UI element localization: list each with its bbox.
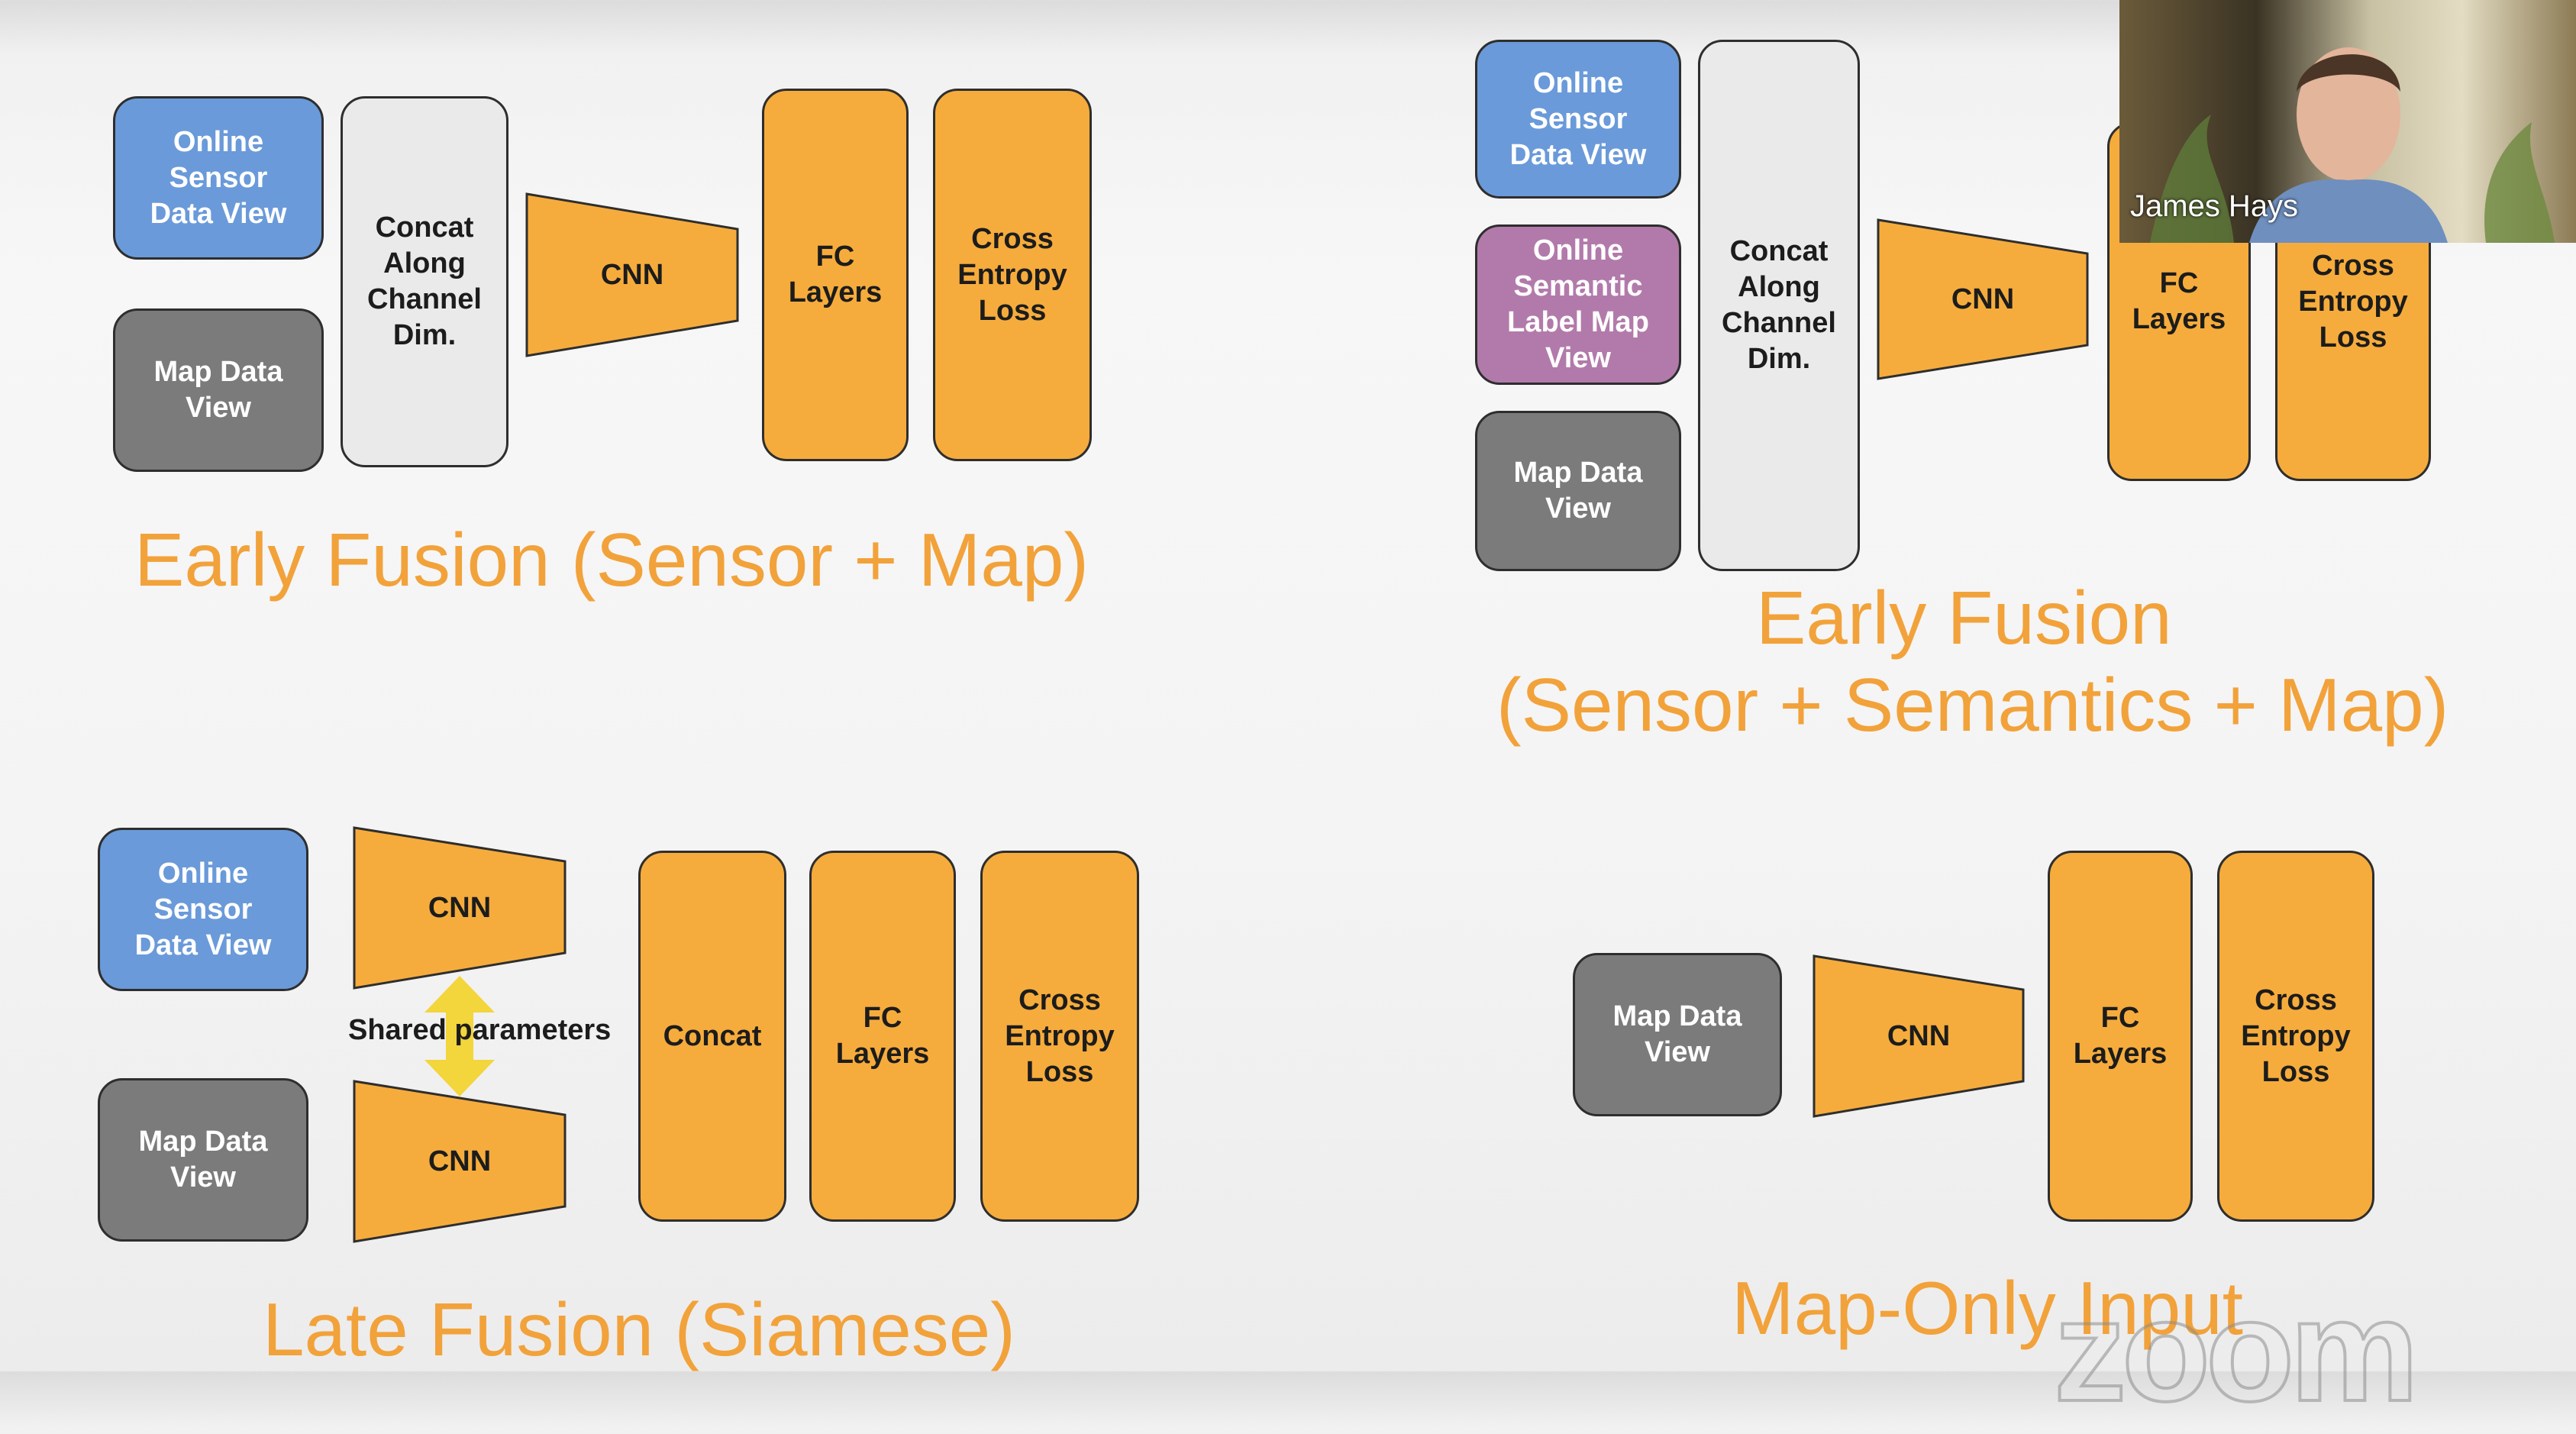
- participant-video-frame: [2150, 47, 2555, 243]
- cnn-label: CNN: [1887, 1019, 1951, 1052]
- cnn-label: CNN: [1951, 283, 2015, 315]
- sensor-data-view-box: Online Sensor Data View: [1475, 40, 1681, 199]
- concat-channel-box: Concat Along Channel Dim.: [1698, 40, 1860, 571]
- cnn-block-bottom: CNN: [353, 1080, 567, 1243]
- cnn-trapezoid-icon: [525, 192, 739, 357]
- cnn-block-top: CNN: [353, 826, 567, 990]
- cnn-block: CNN: [525, 192, 739, 357]
- double-arrow-icon: [424, 976, 495, 1096]
- cnn-trapezoid-icon: [353, 826, 567, 990]
- zoom-watermark: zoom: [2052, 1268, 2420, 1433]
- early-fusion-semantics-caption-line2: (Sensor + Semantics + Map): [1496, 663, 2449, 747]
- participant-video-tile[interactable]: James Hays: [2119, 0, 2576, 243]
- late-fusion-caption: Late Fusion (Siamese): [263, 1287, 1015, 1371]
- cnn-trapezoid-icon: [1877, 218, 2089, 380]
- cnn-label: CNN: [428, 891, 492, 924]
- map-data-view-box: Map Data View: [1475, 411, 1681, 571]
- shared-parameters-label: Shared parameters: [348, 1014, 612, 1046]
- cnn-trapezoid-icon: [1813, 954, 2025, 1118]
- cross-entropy-loss-box: Cross Entropy Loss: [2217, 851, 2374, 1222]
- cnn-label: CNN: [428, 1145, 492, 1177]
- cross-entropy-loss-box: Cross Entropy Loss: [933, 89, 1092, 461]
- cnn-block: CNN: [1877, 218, 2089, 380]
- fc-layers-box: FC Layers: [762, 89, 909, 461]
- participant-name-label: James Hays: [2130, 189, 2299, 223]
- map-data-view-box: Map Data View: [113, 308, 324, 472]
- cnn-trapezoid-icon: [353, 1080, 567, 1243]
- concat-box: Concat: [638, 851, 786, 1222]
- cnn-block: CNN: [1813, 954, 2025, 1118]
- sensor-data-view-box: Online Sensor Data View: [113, 96, 324, 260]
- map-data-view-box: Map Data View: [1573, 953, 1782, 1116]
- shared-parameters-arrow: [424, 976, 495, 1096]
- early-fusion-semantics-caption-line1: Early Fusion: [1756, 576, 2172, 660]
- concat-channel-box: Concat Along Channel Dim.: [341, 96, 508, 467]
- sensor-data-view-box: Online Sensor Data View: [98, 828, 308, 991]
- map-data-view-box: Map Data View: [98, 1078, 308, 1242]
- fc-layers-box: FC Layers: [2048, 851, 2193, 1222]
- early-fusion-caption: Early Fusion (Sensor + Map): [134, 518, 1089, 602]
- fc-layers-box: FC Layers: [809, 851, 956, 1222]
- cnn-label: CNN: [600, 258, 664, 291]
- semantic-label-map-box: Online Semantic Label Map View: [1475, 224, 1681, 385]
- cross-entropy-loss-box: Cross Entropy Loss: [980, 851, 1139, 1222]
- map-only-caption: Map-Only Input: [1732, 1266, 2243, 1350]
